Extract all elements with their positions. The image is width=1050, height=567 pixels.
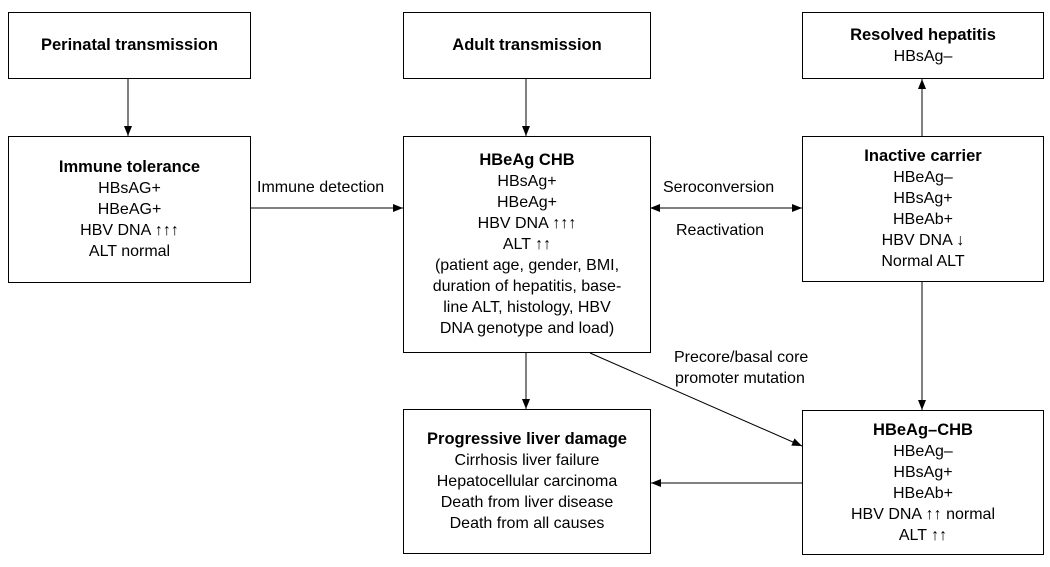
hbeag-negative-chb-line: HBV DNA ↑↑ normal bbox=[850, 505, 996, 523]
hbeag-negative-chb-line: HBeAb+ bbox=[892, 484, 954, 502]
hbeag-chb-line: line ALT, histology, HBV bbox=[443, 299, 611, 316]
hbeag-chb-line: (patient age, gender, BMI, bbox=[434, 257, 620, 274]
hbeag-chb-line: HBsAg+ bbox=[497, 173, 557, 190]
hbeag-chb-line: ALT ↑↑ bbox=[502, 236, 552, 253]
immune-tolerance-box: Immune tolerance HBsAG+ HBeAG+ HBV DNA ↑… bbox=[8, 136, 251, 283]
progressive-liver-damage-line: Death from liver disease bbox=[440, 494, 614, 511]
perinatal-transmission-box: Perinatal transmission bbox=[8, 12, 251, 79]
inactive-carrier-title: Inactive carrier bbox=[864, 147, 982, 165]
progressive-liver-damage-line: Cirrhosis liver failure bbox=[454, 452, 600, 469]
hbeag-negative-chb-line: HBsAg+ bbox=[893, 463, 953, 481]
seroconversion-label: Seroconversion bbox=[663, 179, 775, 196]
inactive-carrier-line: HBV DNA ↓ bbox=[881, 232, 965, 249]
immune-tolerance-line: HBV DNA ↑↑↑ bbox=[80, 222, 179, 239]
immune-detection-label: Immune detection bbox=[257, 179, 385, 196]
inactive-carrier-line: HBsAg+ bbox=[893, 190, 953, 207]
progressive-liver-damage-box: Progressive liver damage Cirrhosis liver… bbox=[403, 409, 651, 554]
arrow-hbeag-chb-to-hbeag-neg-chb bbox=[589, 352, 803, 447]
resolved-hepatitis-line: HBsAg– bbox=[893, 47, 953, 65]
immune-tolerance-title: Immune tolerance bbox=[58, 158, 201, 176]
mutation-label-line1: Precore/basal core bbox=[674, 349, 809, 366]
hbeag-chb-line: DNA genotype and load) bbox=[439, 320, 615, 337]
hbeag-negative-chb-line: ALT ↑↑ bbox=[898, 526, 948, 544]
inactive-carrier-line: HBeAb+ bbox=[892, 211, 954, 228]
progressive-liver-damage-line: Death from all causes bbox=[449, 515, 605, 532]
inactive-carrier-line: Normal ALT bbox=[881, 253, 965, 270]
hbeag-chb-line: HBV DNA ↑↑↑ bbox=[477, 215, 577, 232]
mutation-label-line2: promoter mutation bbox=[675, 370, 805, 387]
hbeag-negative-chb-title: HBeAg–CHB bbox=[873, 420, 973, 439]
resolved-hepatitis-title: Resolved hepatitis bbox=[850, 25, 996, 44]
hbeag-chb-line: duration of hepatitis, base- bbox=[432, 278, 622, 295]
perinatal-transmission-title: Perinatal transmission bbox=[41, 36, 218, 54]
resolved-hepatitis-box: Resolved hepatitis HBsAg– bbox=[802, 12, 1044, 79]
hbeag-negative-chb-box: HBeAg–CHB HBeAg– HBsAg+ HBeAb+ HBV DNA ↑… bbox=[802, 410, 1044, 555]
immune-tolerance-line: HBsAG+ bbox=[98, 180, 161, 197]
hbeag-chb-line: HBeAg+ bbox=[496, 194, 558, 211]
adult-transmission-title: Adult transmission bbox=[452, 36, 602, 54]
immune-tolerance-line: ALT normal bbox=[88, 243, 171, 260]
adult-transmission-box: Adult transmission bbox=[403, 12, 651, 79]
hbeag-chb-box: HBeAg CHB HBsAg+ HBeAg+ HBV DNA ↑↑↑ ALT … bbox=[403, 136, 651, 353]
immune-tolerance-line: HBeAG+ bbox=[97, 201, 162, 218]
progressive-liver-damage-title: Progressive liver damage bbox=[427, 430, 627, 448]
progressive-liver-damage-line: Hepatocellular carcinoma bbox=[436, 473, 618, 490]
reactivation-label: Reactivation bbox=[676, 222, 765, 239]
inactive-carrier-line: HBeAg– bbox=[893, 169, 953, 186]
hbeag-negative-chb-line: HBeAg– bbox=[893, 442, 953, 460]
inactive-carrier-box: Inactive carrier HBeAg– HBsAg+ HBeAb+ HB… bbox=[802, 136, 1044, 282]
hbeag-chb-title: HBeAg CHB bbox=[479, 151, 575, 169]
